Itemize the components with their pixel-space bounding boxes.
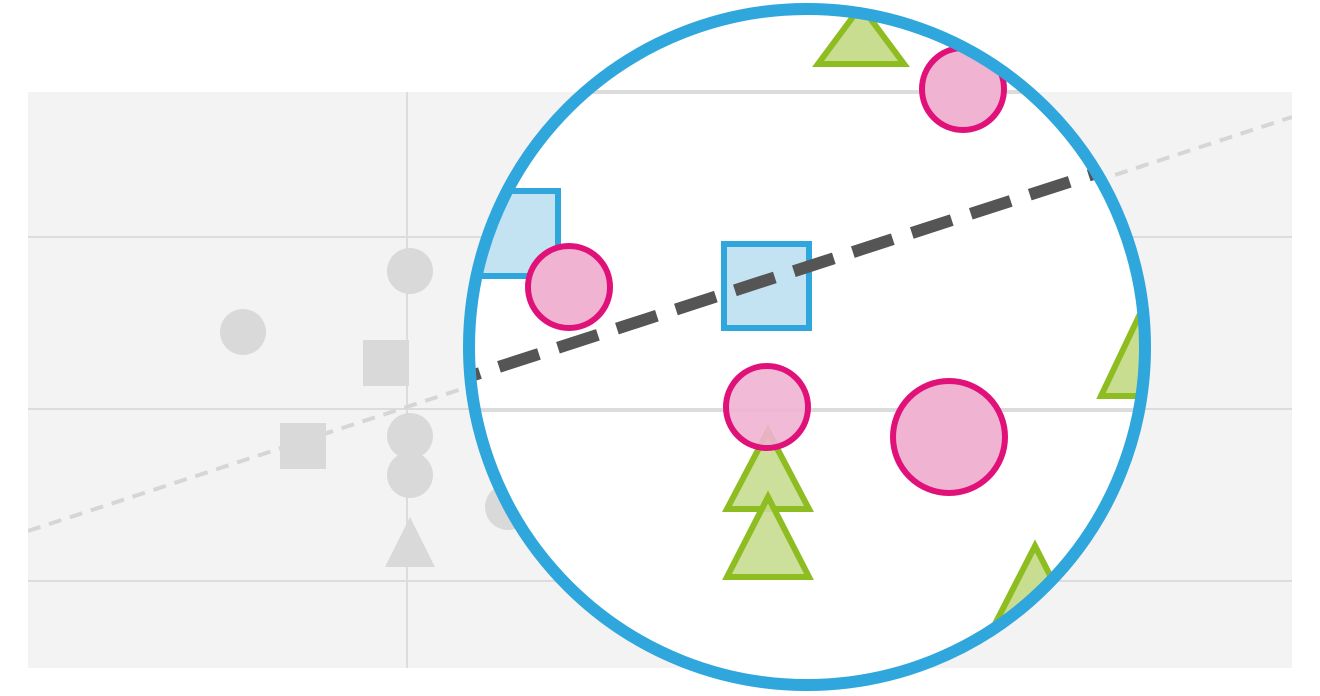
- faded-circle-marker: [387, 413, 433, 459]
- faded-circle-marker: [220, 309, 266, 355]
- faded-triangle-marker: [385, 517, 435, 567]
- triangle-marker: [722, 490, 814, 580]
- faded-markers: [220, 248, 531, 567]
- lens-content: [469, 9, 1145, 629]
- circle-marker: [525, 243, 613, 331]
- lens-fill: [469, 9, 1145, 685]
- faded-circle-marker: [387, 248, 433, 294]
- faded-square-marker: [280, 423, 326, 469]
- triangle-marker: [812, 9, 910, 67]
- circle-marker: [890, 378, 1008, 496]
- faded-circle-marker: [387, 452, 433, 498]
- trend-line: [469, 140, 1145, 392]
- lens-ring: [463, 3, 1151, 691]
- faded-square-marker: [363, 340, 409, 386]
- circle-marker: [723, 363, 811, 451]
- magnifier-lens: [463, 3, 1151, 691]
